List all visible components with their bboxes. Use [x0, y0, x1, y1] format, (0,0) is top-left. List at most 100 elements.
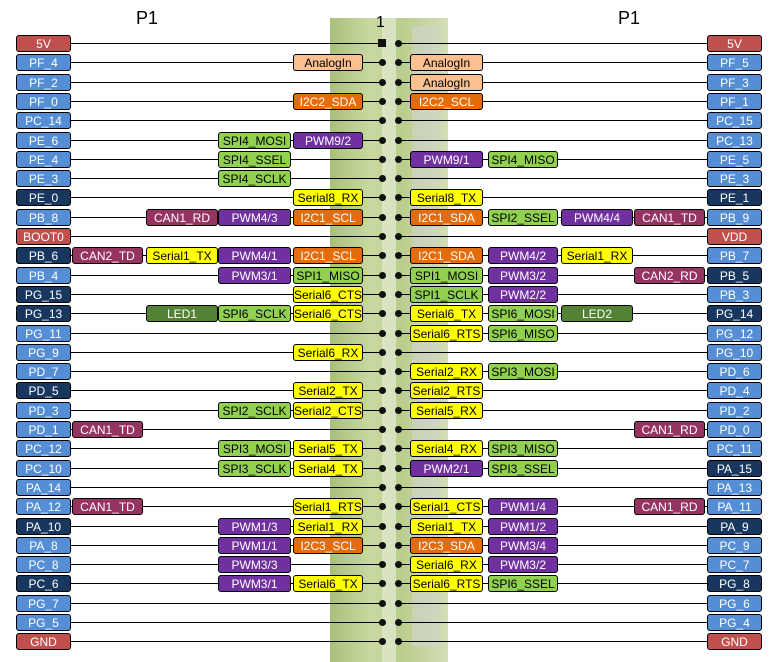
- spi-function-label: SPI3_MOSI: [218, 440, 291, 457]
- connector-line: [71, 294, 382, 295]
- header-pin-dot: [395, 407, 402, 414]
- spi-function-label: SPI4_MISO: [488, 151, 558, 168]
- spi-function-label: SPI1_SCLK: [410, 286, 483, 303]
- header-pin-dot: [379, 484, 386, 491]
- header-pin-dot: [395, 310, 402, 317]
- connector-line: [71, 622, 382, 623]
- pin-label: PG_9: [16, 344, 71, 361]
- i2c-function-label: I2C3_SDA: [410, 537, 483, 554]
- right-connector-title: P1: [618, 8, 641, 28]
- header-pin-dot: [395, 619, 402, 626]
- connector-line: [71, 197, 382, 198]
- pin-label: VDD: [707, 228, 762, 245]
- pin-label: PE_3: [707, 170, 762, 187]
- header-pin-dot: [395, 638, 402, 645]
- connector-line: [71, 603, 382, 604]
- spi-function-label: SPI2_SCLK: [218, 402, 291, 419]
- connector-line: [71, 371, 382, 372]
- header-pin-dot: [395, 117, 402, 124]
- header-pin-dot: [379, 98, 386, 105]
- pin-label: PD_0: [707, 421, 762, 438]
- pin-label: PE_1: [707, 189, 762, 206]
- i2c-function-label: I2C2_SCL: [410, 93, 483, 110]
- spi-function-label: SPI4_SCLK: [218, 170, 291, 187]
- connector-line: [398, 236, 707, 237]
- pin-label: BOOT0: [16, 228, 71, 245]
- pin-label: PC_14: [16, 112, 71, 129]
- pwm-function-label: PWM4/1: [218, 247, 291, 264]
- header-pin-dot: [395, 330, 402, 337]
- led-function-label: LED2: [561, 305, 633, 322]
- header-pin-dot: [379, 291, 386, 298]
- serial-function-label: Serial5_RX: [410, 402, 483, 419]
- connector-line: [398, 178, 707, 179]
- header-pin-dot: [379, 638, 386, 645]
- header-pin-dot: [395, 523, 402, 530]
- pin-label: PA_9: [707, 518, 762, 535]
- pin-label: PC_7: [707, 556, 762, 573]
- pin-label: PA_15: [707, 460, 762, 477]
- connector-line: [398, 410, 707, 411]
- pin-label: PF_4: [16, 54, 71, 71]
- serial-function-label: Serial8_TX: [410, 189, 483, 206]
- header-pin-dot: [395, 98, 402, 105]
- analog-function-label: AnalogIn: [410, 54, 483, 71]
- spi-function-label: SPI3_MOSI: [488, 363, 558, 380]
- spi-function-label: SPI6_MISO: [488, 325, 558, 342]
- pin-label: PC_12: [16, 440, 71, 457]
- pwm-function-label: PWM3/1: [218, 267, 291, 284]
- connector-line: [398, 429, 707, 430]
- can-function-label: CAN1_RD: [634, 421, 705, 438]
- serial-function-label: Serial5_TX: [293, 440, 363, 457]
- header-pin-dot: [395, 79, 402, 86]
- serial-function-label: Serial6_RX: [410, 556, 483, 573]
- header-pin-dot: [379, 349, 386, 356]
- connector-line: [71, 236, 382, 237]
- connector-line: [71, 82, 382, 83]
- connector-line: [398, 603, 707, 604]
- pin-label: PA_8: [16, 537, 71, 554]
- i2c-function-label: I2C1_SDA: [410, 247, 483, 264]
- pin-label: PD_1: [16, 421, 71, 438]
- pwm-function-label: PWM9/2: [293, 132, 363, 149]
- led-function-label: LED1: [146, 305, 218, 322]
- header-pin-dot: [379, 117, 386, 124]
- pin-label: PA_13: [707, 479, 762, 496]
- pin-label: PD_3: [16, 402, 71, 419]
- header-pin-dot: [379, 175, 386, 182]
- header-pin-dot: [379, 59, 386, 66]
- pwm-function-label: PWM9/1: [410, 151, 483, 168]
- pin-label: GND: [707, 633, 762, 650]
- header-pin-dot: [395, 387, 402, 394]
- serial-function-label: Serial2_TX: [293, 382, 363, 399]
- header-pin-dot: [379, 272, 386, 279]
- pin-label: PE_0: [16, 189, 71, 206]
- pin-label: PC_11: [707, 440, 762, 457]
- header-pin-dot: [395, 349, 402, 356]
- pin-one-square: [378, 39, 386, 47]
- serial-function-label: Serial6_TX: [410, 305, 483, 322]
- header-pin-dot: [395, 426, 402, 433]
- pin-label: PB_7: [707, 247, 762, 264]
- header-pin-dot: [395, 214, 402, 221]
- connector-line: [398, 120, 707, 121]
- spi-function-label: SPI3_SCLK: [218, 460, 291, 477]
- pin-label: PA_10: [16, 518, 71, 535]
- header-pin-dot: [379, 387, 386, 394]
- pin-label: PF_1: [707, 93, 762, 110]
- header-pin-dot: [395, 445, 402, 452]
- serial-function-label: Serial6_TX: [293, 575, 363, 592]
- connector-line: [398, 140, 707, 141]
- header-pin-dot: [395, 40, 402, 47]
- header-pin-dot: [379, 600, 386, 607]
- pin-label: PC_13: [707, 132, 762, 149]
- pin-label: PE_3: [16, 170, 71, 187]
- connector-line: [398, 62, 707, 63]
- pin-label: GND: [16, 633, 71, 650]
- pwm-function-label: PWM2/1: [410, 460, 483, 477]
- pin-label: PD_2: [707, 402, 762, 419]
- pin-label: PG_8: [707, 575, 762, 592]
- connector-line: [71, 352, 382, 353]
- can-function-label: CAN2_RD: [634, 267, 705, 284]
